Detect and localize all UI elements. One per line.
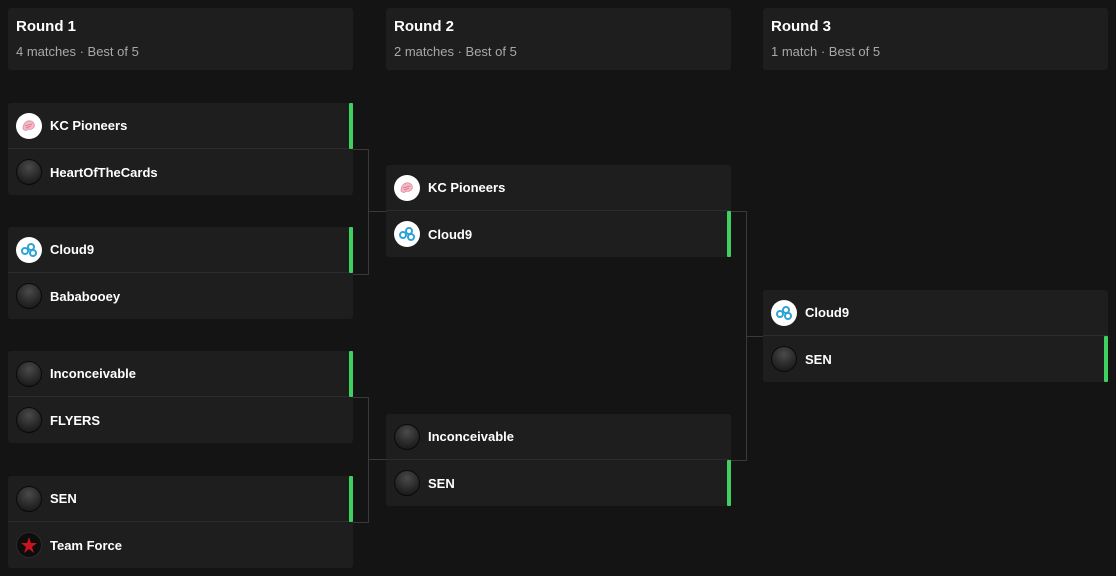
team-row[interactable]: Team Force: [8, 522, 353, 568]
team-placeholder-icon: [16, 407, 42, 433]
cloud9-logo-icon: [771, 299, 797, 326]
team-name: Bababooey: [50, 288, 121, 304]
bracket-connector: [353, 397, 369, 523]
winner-indicator: [1104, 336, 1108, 382]
team-name: Inconceivable: [428, 429, 514, 444]
team-name: KC Pioneers: [50, 118, 128, 133]
kc-pioneers-logo-icon: [16, 112, 42, 139]
team-row[interactable]: Cloud9: [763, 290, 1108, 336]
bracket-connector: [353, 149, 369, 275]
team-name: SEN: [50, 491, 77, 506]
team-name: HeartOfTheCards: [50, 164, 158, 180]
team-placeholder-icon: [16, 360, 42, 387]
team-placeholder-icon: [394, 423, 420, 450]
round-2-header: Round 2 2 matches · Best of 5: [386, 8, 731, 70]
team-row[interactable]: SEN: [8, 476, 353, 522]
team-row[interactable]: Inconceivable: [8, 351, 353, 397]
team-placeholder-icon: [16, 485, 42, 512]
team-row[interactable]: Cloud9: [386, 211, 731, 257]
team-row[interactable]: FLYERS: [8, 397, 353, 443]
team-name: KC Pioneers: [428, 180, 506, 195]
winner-indicator: [727, 460, 731, 506]
winner-indicator: [349, 103, 353, 149]
winner-indicator: [349, 476, 353, 522]
bracket-connector: [368, 211, 386, 212]
round-subtitle: 2 matches · Best of 5: [394, 44, 517, 59]
winner-indicator: [349, 351, 353, 397]
bracket-connector: [746, 336, 763, 337]
team-name: FLYERS: [50, 412, 101, 428]
team-name: SEN: [428, 475, 455, 491]
round-3-header: Round 3 1 match · Best of 5: [763, 8, 1108, 70]
team-placeholder-icon: [16, 159, 42, 185]
round-1-header: Round 1 4 matches · Best of 5: [8, 8, 353, 70]
team-placeholder-icon: [394, 470, 420, 496]
bracket-connector: [368, 459, 386, 460]
winner-indicator: [349, 227, 353, 273]
team-name: Team Force: [50, 537, 123, 553]
team-row[interactable]: SEN: [763, 336, 1108, 382]
team-name: Cloud9: [428, 226, 473, 242]
team-placeholder-icon: [16, 283, 42, 309]
winner-indicator: [727, 211, 731, 257]
team-row[interactable]: SEN: [386, 460, 731, 506]
team-name: SEN: [805, 351, 832, 367]
team-placeholder-icon: [771, 346, 797, 372]
cloud9-logo-icon: [16, 236, 42, 263]
team-row[interactable]: KC Pioneers: [386, 165, 731, 211]
round-title: Round 2: [394, 18, 454, 35]
match-card: SEN Team Force: [8, 476, 353, 568]
bracket-connector: [731, 211, 747, 461]
round-subtitle: 4 matches · Best of 5: [16, 44, 139, 59]
team-force-logo-icon: [16, 532, 42, 558]
team-row[interactable]: Cloud9: [8, 227, 353, 273]
team-name: Inconceivable: [50, 366, 136, 381]
team-row[interactable]: HeartOfTheCards: [8, 149, 353, 195]
team-row[interactable]: Bababooey: [8, 273, 353, 319]
team-row[interactable]: Inconceivable: [386, 414, 731, 460]
team-row[interactable]: KC Pioneers: [8, 103, 353, 149]
team-name: Cloud9: [805, 305, 850, 320]
round-title: Round 1: [16, 18, 76, 35]
round-title: Round 3: [771, 18, 831, 35]
kc-pioneers-logo-icon: [394, 174, 420, 201]
round-subtitle: 1 match · Best of 5: [771, 44, 881, 59]
cloud9-logo-icon: [394, 221, 420, 247]
team-name: Cloud9: [50, 242, 95, 257]
